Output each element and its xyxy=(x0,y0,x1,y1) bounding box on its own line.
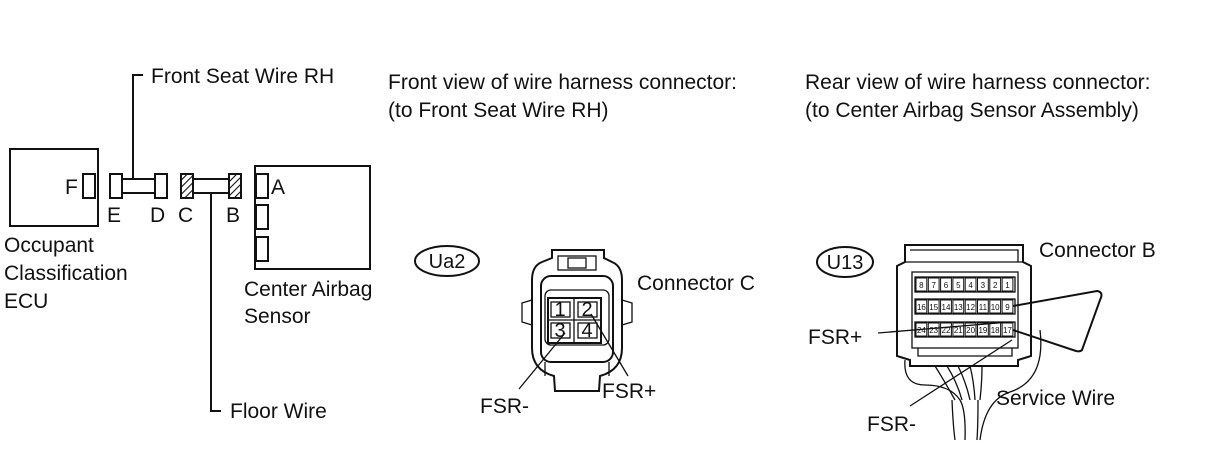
rear-pin-label: 5 xyxy=(956,281,961,290)
rear-pin-cell xyxy=(952,322,965,337)
code-badge-ua2 xyxy=(414,245,480,277)
rear-pin-label: 1 xyxy=(1005,281,1010,290)
label-connector-b: Connector B xyxy=(1039,239,1156,262)
rear-pin-cell xyxy=(940,322,952,337)
rear-pin-label: 2 xyxy=(993,281,998,290)
connector-d xyxy=(154,173,168,199)
rear-pin-label: 10 xyxy=(991,303,1000,312)
connector-b-drawing xyxy=(896,244,1032,367)
label-conn-f: F xyxy=(65,176,78,199)
rear-pin-label: 7 xyxy=(931,281,936,290)
connector-e xyxy=(109,173,123,199)
rear-pin-cell xyxy=(964,299,977,314)
connector-c-drawing: 1 2 3 4 xyxy=(521,249,633,392)
rear-pin-cell xyxy=(977,322,989,337)
rear-pin-cell xyxy=(964,277,977,292)
label-center-airbag-1: Center Airbag xyxy=(244,278,372,301)
code-ua2: Ua2 xyxy=(429,251,466,273)
rear-pin-cell xyxy=(1001,277,1014,292)
rear-pin-cell xyxy=(952,299,965,314)
front-pin-4: 4 xyxy=(581,320,592,342)
rear-pin-label: 18 xyxy=(991,326,1000,335)
connector-c xyxy=(180,173,194,199)
rear-pin-label: 17 xyxy=(1003,326,1012,335)
rear-pin-cell xyxy=(940,299,952,314)
rear-fsr-plus: FSR+ xyxy=(808,326,862,349)
rear-pin-cell xyxy=(927,277,940,292)
connector-a xyxy=(255,173,269,199)
rear-pin-label: 6 xyxy=(944,281,949,290)
rear-pin-cell xyxy=(927,322,940,337)
label-center-airbag-2: Sensor xyxy=(244,305,311,328)
front-view-title-1: Front view of wire harness connector: xyxy=(388,71,737,94)
connector-b xyxy=(228,173,242,199)
rear-pin-cell xyxy=(915,299,928,314)
rear-pin-cell xyxy=(989,277,1002,292)
rear-pin-cell xyxy=(977,299,989,314)
code-u13: U13 xyxy=(827,252,864,274)
code-badge-u13 xyxy=(816,246,874,278)
sensor-connector-2 xyxy=(255,204,269,230)
label-occupant-1: Occupant xyxy=(4,234,94,257)
front-pin-1: 1 xyxy=(554,299,565,321)
rear-pin-cell xyxy=(1001,322,1014,337)
rear-pin-cell xyxy=(989,299,1002,314)
label-conn-d: D xyxy=(150,204,165,227)
label-conn-a: A xyxy=(271,176,285,199)
rear-pin-label: 24 xyxy=(917,326,926,335)
rear-pin-label: 8 xyxy=(919,281,924,290)
rear-pin-cell xyxy=(1001,299,1014,314)
rear-pin-label: 14 xyxy=(942,303,951,312)
rear-view-title-1: Rear view of wire harness connector: xyxy=(805,71,1151,94)
label-front-seat-wire-rh: Front Seat Wire RH xyxy=(151,65,334,88)
label-service-wire: Service Wire xyxy=(996,387,1115,410)
rear-pin-label: 9 xyxy=(1005,303,1010,312)
rear-pin-label: 13 xyxy=(954,303,963,312)
front-view-title-2: (to Front Seat Wire RH) xyxy=(388,99,609,122)
rear-fsr-minus: FSR- xyxy=(867,413,916,436)
rear-pin-cell xyxy=(952,277,965,292)
label-conn-b: B xyxy=(226,204,240,227)
rear-pin-cell xyxy=(964,322,977,337)
sensor-connector-3 xyxy=(255,236,269,262)
label-conn-c: C xyxy=(178,204,193,227)
label-connector-c: Connector C xyxy=(637,272,755,295)
rear-pin-cell xyxy=(927,299,940,314)
label-conn-e: E xyxy=(107,204,121,227)
front-pin-2: 2 xyxy=(581,299,592,321)
center-airbag-sensor-box xyxy=(254,165,371,270)
rear-pin-label: 15 xyxy=(929,303,938,312)
rear-view-title-2: (to Center Airbag Sensor Assembly) xyxy=(805,99,1139,122)
rear-pin-cell xyxy=(915,277,928,292)
label-occupant-3: ECU xyxy=(4,290,48,313)
rear-pin-label: 3 xyxy=(981,281,986,290)
front-pin-3: 3 xyxy=(554,320,565,342)
rear-pin-label: 21 xyxy=(954,326,963,335)
rear-pin-label: 12 xyxy=(966,303,975,312)
rear-pin-label: 20 xyxy=(966,326,975,335)
rear-pin-label: 22 xyxy=(942,326,951,335)
rear-pin-cell xyxy=(977,277,989,292)
rear-pin-cell xyxy=(940,277,952,292)
front-fsr-plus: FSR+ xyxy=(602,380,656,403)
rear-pin-label: 23 xyxy=(929,326,938,335)
connector-f xyxy=(82,173,96,199)
label-floor-wire: Floor Wire xyxy=(230,400,327,423)
rear-pin-label: 11 xyxy=(979,303,988,312)
rear-pin-label: 19 xyxy=(978,326,987,335)
label-occupant-2: Classification xyxy=(4,262,128,285)
rear-pin-label: 16 xyxy=(917,303,926,312)
rear-pin-label: 4 xyxy=(968,281,973,290)
front-fsr-minus: FSR- xyxy=(480,395,529,418)
